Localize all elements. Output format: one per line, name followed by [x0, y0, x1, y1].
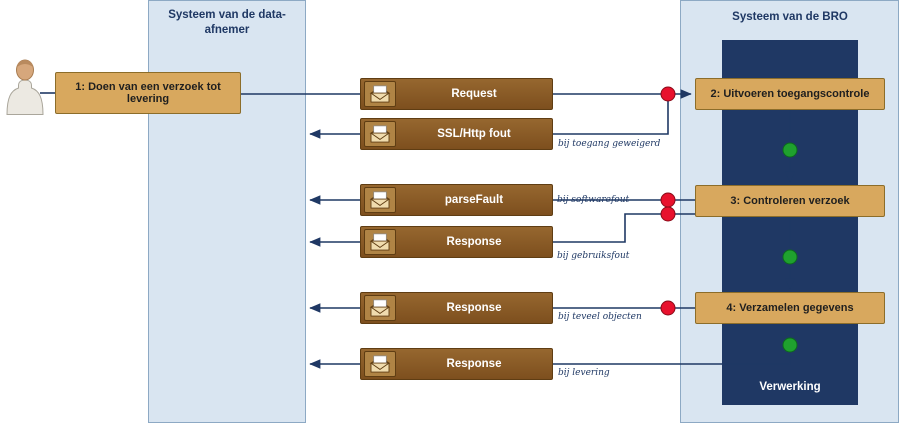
step-4-verzamelen-gegevens: 4: Verzamelen gegevens	[695, 292, 885, 324]
message-label: SSL/Http fout	[437, 128, 511, 140]
message-parsefault: parseFault	[360, 184, 553, 216]
message-label: Response	[446, 236, 502, 248]
lane-data-afnemer	[148, 0, 306, 423]
message-ssl-http-fout: SSL/Http fout	[360, 118, 553, 150]
message-label: parseFault	[444, 194, 504, 206]
message-label: Request	[451, 88, 497, 100]
envelope-icon	[364, 351, 396, 377]
message-request: Request	[360, 78, 553, 110]
message-response-gebruiksfout: Response	[360, 226, 553, 258]
note-toegang-geweigerd: bij toegang geweigerd	[558, 139, 661, 149]
message-label: Response	[446, 302, 502, 314]
note-levering: bij levering	[558, 368, 610, 378]
envelope-icon	[364, 187, 396, 213]
step-3-controleren-verzoek: 3: Controleren verzoek	[695, 185, 885, 217]
error-dot	[660, 300, 676, 316]
error-dot	[660, 192, 676, 208]
person-icon	[6, 59, 44, 115]
step-2-toegangscontrole: 2: Uitvoeren toegangscontrole	[695, 78, 885, 110]
error-dot	[660, 206, 676, 222]
step-1-verzoek-tot-levering: 1: Doen van een verzoek tot levering	[55, 72, 241, 114]
message-response-levering: Response	[360, 348, 553, 380]
message-response-teveel-objecten: Response	[360, 292, 553, 324]
lane-title-bro: Systeem van de BRO	[732, 11, 848, 23]
note-softwarefout: bij softwarefout	[557, 195, 630, 205]
lane-title-data-afnemer: Systeem van de data-afnemer	[168, 9, 286, 36]
error-dot	[660, 86, 676, 102]
verwerking-label: Verwerking	[759, 381, 821, 393]
note-gebruiksfout: bij gebruiksfout	[557, 251, 630, 261]
error-dots	[660, 86, 676, 316]
note-teveel-objecten: bij teveel objecten	[558, 312, 642, 322]
envelope-icon	[364, 121, 396, 147]
envelope-icon	[364, 229, 396, 255]
message-label: Response	[446, 358, 502, 370]
envelope-icon	[364, 295, 396, 321]
envelope-icon	[364, 81, 396, 107]
